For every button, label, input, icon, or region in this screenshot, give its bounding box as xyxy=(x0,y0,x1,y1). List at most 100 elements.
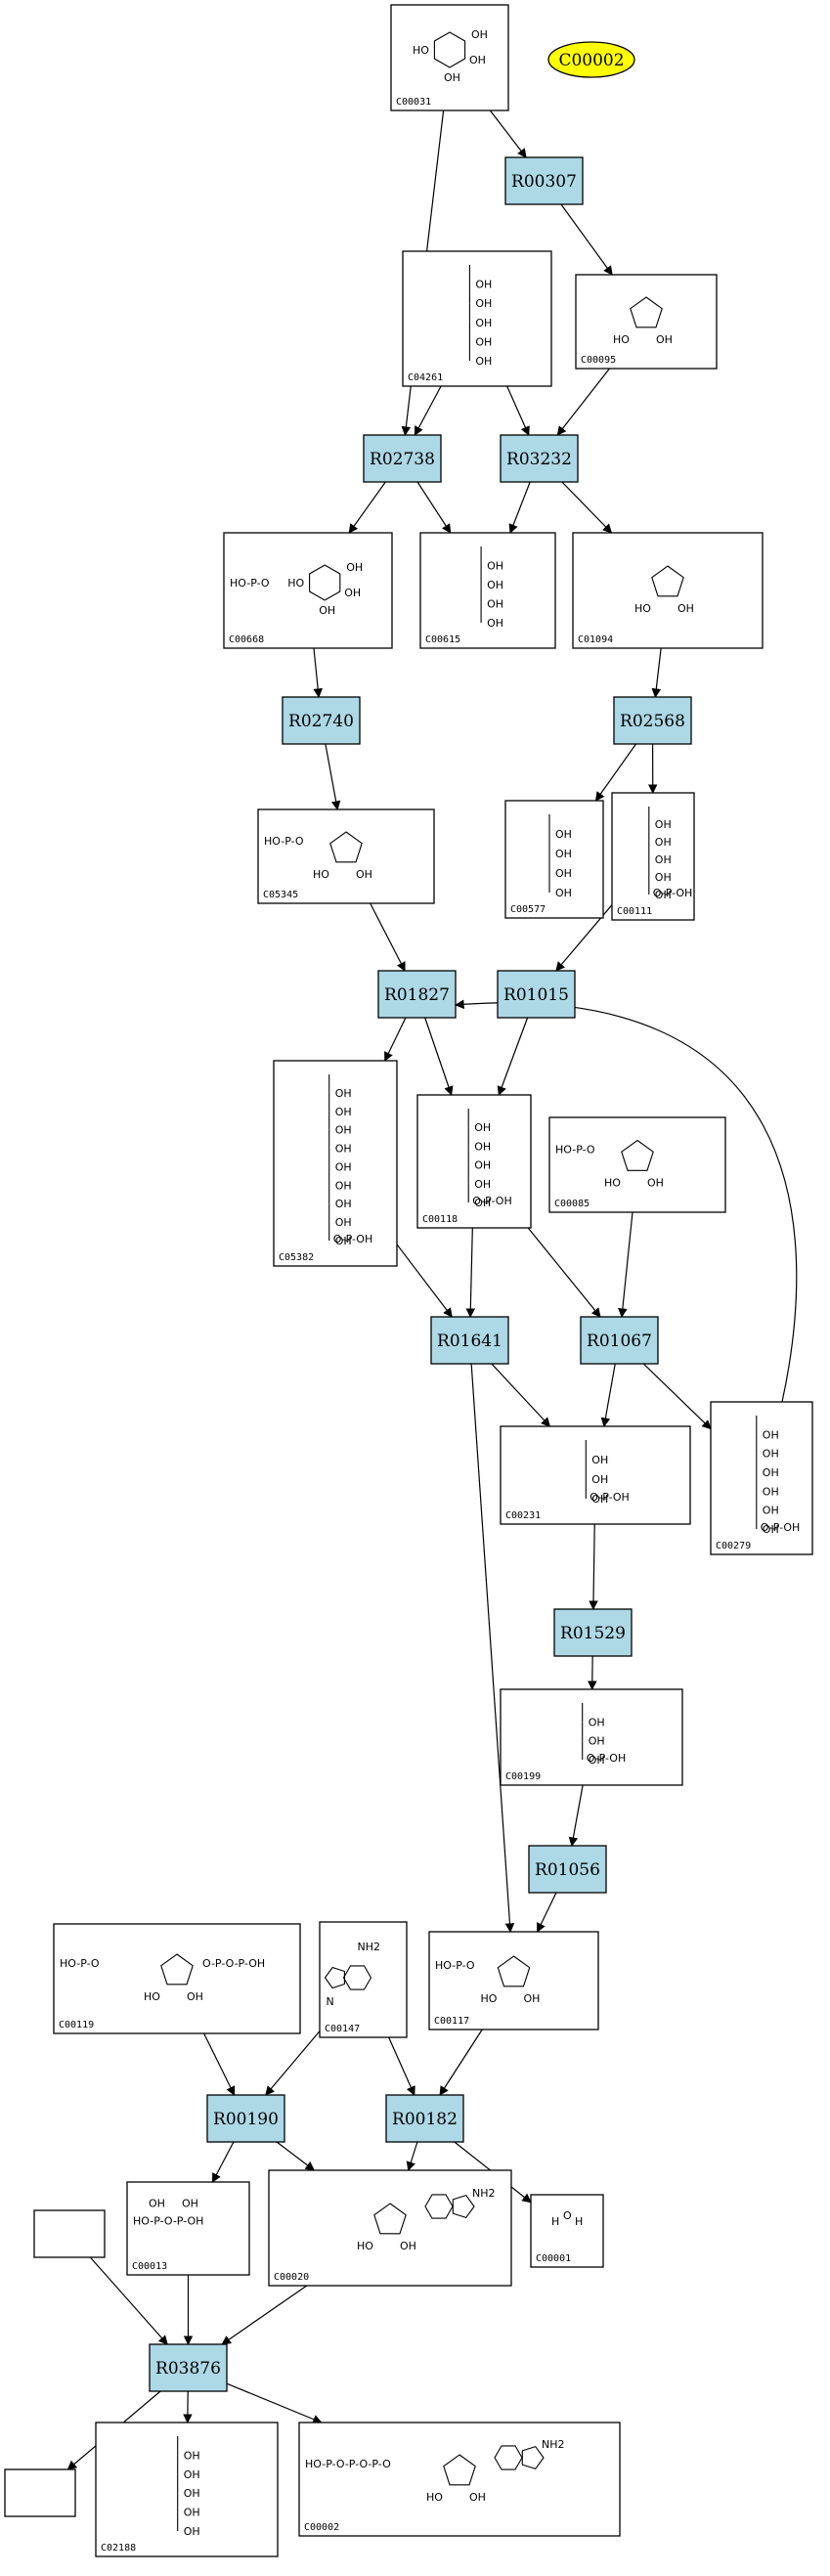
svg-text:OH: OH xyxy=(149,2198,165,2210)
reaction-label: R01067 xyxy=(587,1332,652,1351)
reaction-r02738[interactable]: R02738 xyxy=(363,434,442,483)
empty-compound-1[interactable] xyxy=(33,2209,106,2258)
svg-text:HO: HO xyxy=(313,868,329,881)
reaction-r01641[interactable]: R01641 xyxy=(430,1316,509,1365)
compound-label: C00199 xyxy=(505,1771,541,1782)
reaction-r01827[interactable]: R01827 xyxy=(377,970,457,1019)
edge-C00095-R03232 xyxy=(556,368,610,436)
reaction-r01529[interactable]: R01529 xyxy=(553,1608,633,1657)
highlight-compound[interactable]: C00002 xyxy=(547,41,635,78)
compound-label: C02188 xyxy=(101,2543,136,2554)
edge-R01056-C00117 xyxy=(537,1892,557,1933)
svg-text:OH: OH xyxy=(656,333,673,346)
svg-text:OH: OH xyxy=(335,1198,352,1210)
svg-text:OH: OH xyxy=(589,1735,605,1748)
svg-text:OH: OH xyxy=(335,1087,352,1100)
svg-text:OH: OH xyxy=(474,1140,491,1153)
reaction-r03876[interactable]: R03876 xyxy=(149,2343,228,2392)
svg-text:OH: OH xyxy=(184,2468,200,2481)
edge-R00190-C00020 xyxy=(276,2141,316,2171)
svg-text:OH: OH xyxy=(187,1990,203,2003)
svg-text:OH: OH xyxy=(655,836,672,849)
svg-text:O: O xyxy=(563,2209,572,2222)
svg-text:OH: OH xyxy=(344,587,361,599)
reaction-r01056[interactable]: R01056 xyxy=(528,1845,607,1894)
svg-text:HO-P-O: HO-P-O xyxy=(555,1144,595,1157)
reaction-r03232[interactable]: R03232 xyxy=(500,434,579,483)
edge-R01067-C00231 xyxy=(600,1363,616,1427)
edge-R01827-C05382 xyxy=(384,1017,407,1062)
reaction-r02740[interactable]: R02740 xyxy=(282,696,361,745)
svg-text:OH: OH xyxy=(555,887,572,899)
svg-text:O-P-OH: O-P-OH xyxy=(333,1233,373,1245)
svg-text:OH: OH xyxy=(655,871,672,884)
svg-text:OH: OH xyxy=(474,1197,491,1209)
reaction-r00307[interactable]: R00307 xyxy=(504,156,584,205)
edge-C04261-R03232 xyxy=(506,385,530,436)
compound-label: C00002 xyxy=(304,2522,339,2533)
reaction-r01015[interactable]: R01015 xyxy=(497,970,576,1019)
reaction-label: R01827 xyxy=(384,985,450,1005)
compound-label: C00085 xyxy=(554,1199,590,1209)
svg-text:OH: OH xyxy=(487,560,503,573)
svg-text:OH: OH xyxy=(763,1505,779,1517)
compound-label: C05382 xyxy=(279,1252,314,1263)
compound-label: C00231 xyxy=(505,1510,541,1521)
svg-text:OH: OH xyxy=(555,848,572,860)
edge-R03232-C01094 xyxy=(561,481,613,534)
svg-text:O-P-OH: O-P-OH xyxy=(590,1491,630,1504)
reaction-label: R02738 xyxy=(370,450,435,469)
compound-label: C00095 xyxy=(581,355,616,366)
edge-C00147-R00182 xyxy=(388,2036,415,2096)
empty-compound-2[interactable] xyxy=(4,2468,76,2517)
edge-C00118-R01641 xyxy=(465,1227,476,1318)
compound-label: C00668 xyxy=(229,634,264,645)
svg-text:HO: HO xyxy=(144,1990,160,2003)
svg-text:OH: OH xyxy=(763,1466,779,1479)
svg-text:HO: HO xyxy=(357,2240,373,2252)
reaction-r02568[interactable]: R02568 xyxy=(613,696,692,745)
svg-text:OH: OH xyxy=(475,279,492,291)
reaction-r00190[interactable]: R00190 xyxy=(206,2094,285,2143)
svg-text:OH: OH xyxy=(335,1179,352,1192)
reaction-r01067[interactable]: R01067 xyxy=(580,1316,659,1365)
svg-text:NH2: NH2 xyxy=(472,2187,496,2200)
reaction-r00182[interactable]: R00182 xyxy=(385,2094,464,2143)
compound-label: C05345 xyxy=(263,890,298,900)
svg-text:OH: OH xyxy=(335,1124,352,1137)
svg-text:HO: HO xyxy=(426,2491,443,2504)
svg-text:HO-P-O: HO-P-O xyxy=(264,835,304,848)
